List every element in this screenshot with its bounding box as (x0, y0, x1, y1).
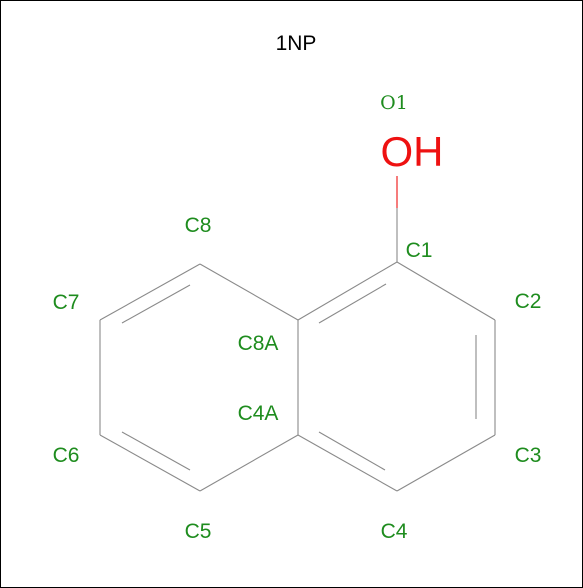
bond-c3-c4 (396, 434, 496, 492)
atom-label-o1: O1 (380, 92, 408, 114)
bond-group (99, 176, 496, 492)
bond-c8-c7-inner (121, 284, 191, 324)
atom-label-c7: C7 (53, 291, 80, 314)
bond-c1-c2 (396, 261, 496, 321)
atom-label-c4a: C4A (238, 402, 279, 425)
bond-c8a-c1-inner (318, 283, 387, 324)
bond-c6-c5-inner (121, 431, 191, 471)
bond-c8-c7 (99, 263, 201, 321)
atom-labels: O1 OH C1 C2 C3 C4 C4A C5 C6 C7 C8 C8A (53, 92, 542, 543)
bond-c4-c4a-inner (318, 431, 386, 471)
atom-label-c8a: C8A (238, 332, 279, 355)
atom-label-c6: C6 (53, 444, 80, 467)
bond-c4-c4a (297, 434, 398, 492)
atom-label-c3: C3 (515, 444, 542, 467)
bond-c5-c4a (199, 434, 299, 492)
bond-c8a-c8 (199, 263, 299, 321)
atom-label-c8: C8 (185, 214, 212, 237)
molecule-title: 1NP (276, 32, 317, 55)
atom-label-c1: C1 (406, 239, 433, 262)
hydroxyl-label: OH (381, 128, 444, 175)
bond-c6-c5 (99, 434, 201, 492)
atom-label-c4: C4 (381, 520, 408, 543)
bond-c8a-c1 (297, 261, 398, 321)
atom-label-c2: C2 (515, 290, 542, 313)
atom-label-c5: C5 (185, 520, 212, 543)
